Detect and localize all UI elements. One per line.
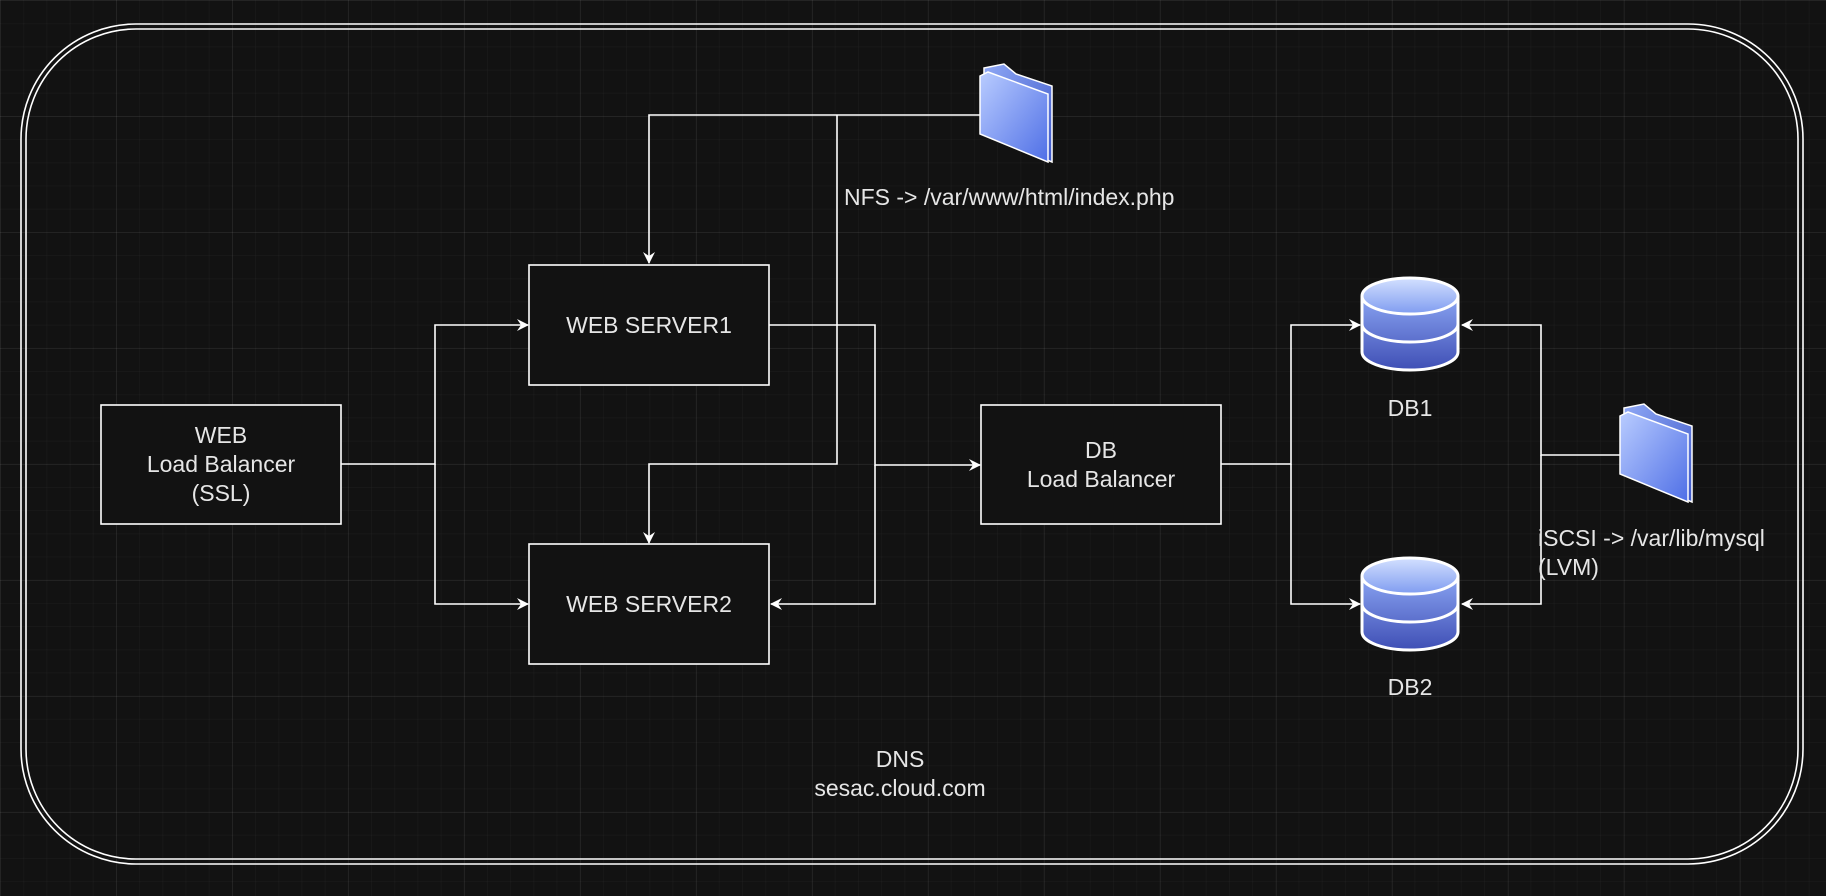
web-lb-line2: Load Balancer [146, 451, 296, 477]
iscsi-annotation-line1: iSCSI -> /var/lib/mysql [1538, 525, 1765, 551]
boxes [100, 264, 1222, 665]
web-lb-label: WEB Load Balancer (SSL) [101, 405, 341, 524]
dns-container [20, 23, 1804, 865]
web-server1-text: WEB SERVER1 [566, 311, 732, 338]
edge-iscsi-to-db1 [1461, 319, 1620, 456]
db-lb-line1: DB [1085, 436, 1117, 463]
edge-ws1-to-ws2 [770, 465, 876, 610]
db-lb-label: DB Load Balancer [981, 405, 1221, 524]
db-lb-box [980, 404, 1222, 525]
edge-iscsi-to-db2 [1461, 455, 1542, 610]
connectors [341, 114, 1620, 610]
db-lb-line2: Load Balancer [1026, 465, 1176, 492]
web-server1-box [528, 264, 770, 386]
web-lb-line1: WEB [194, 422, 248, 448]
edge-ws1-to-dblb [769, 324, 981, 471]
web-server1-label: WEB SERVER1 [529, 265, 769, 385]
folder-icon [1619, 403, 1693, 504]
folder-icon [979, 63, 1053, 164]
edge-nfs-to-ws2 [643, 115, 838, 544]
edge-nfs-to-ws1 [643, 114, 980, 264]
web-server2-label: WEB SERVER2 [529, 544, 769, 664]
dns-title: DNS [875, 746, 925, 772]
edge-dblb-to-db2 [1290, 464, 1361, 610]
database-icon [1360, 556, 1460, 652]
edge-weblb-to-ws2 [434, 464, 529, 610]
dns-subtitle: sesac.cloud.com [814, 775, 986, 801]
nfs-annotation: NFS -> /var/www/html/index.php [844, 184, 1175, 210]
edge-dblb-to-db1 [1221, 319, 1361, 465]
edge-weblb-to-ws1 [341, 319, 529, 465]
web-lb-box [100, 404, 342, 525]
iscsi-annotation-line2: (LVM) [1538, 554, 1599, 580]
db1-label: DB1 [1387, 395, 1433, 421]
db2-label: DB2 [1387, 674, 1433, 700]
database-icon [1360, 276, 1460, 372]
web-server2-box [528, 543, 770, 665]
web-server2-text: WEB SERVER2 [566, 590, 732, 617]
web-lb-line3: (SSL) [191, 480, 251, 506]
